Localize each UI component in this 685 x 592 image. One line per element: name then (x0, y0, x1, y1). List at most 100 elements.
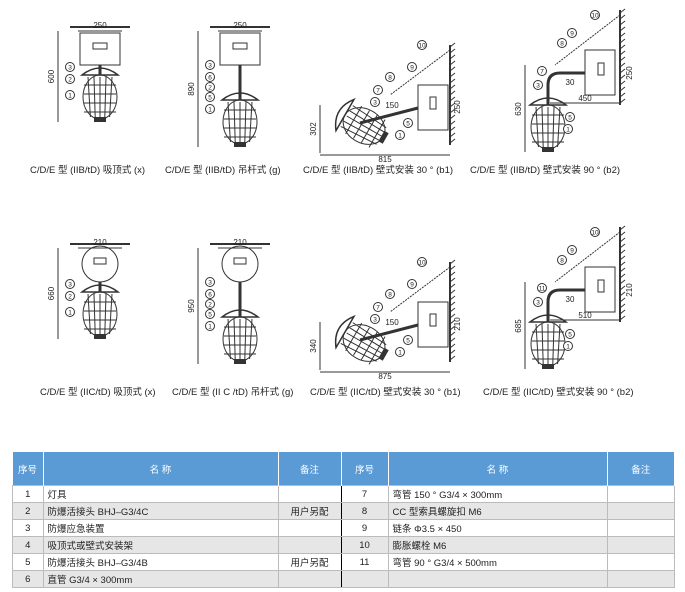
table-cell: 6 (12, 570, 44, 588)
callout-number: 8 (388, 292, 392, 299)
callout-number: 10 (418, 260, 426, 267)
callout-marker (533, 80, 543, 90)
callout-marker (373, 85, 383, 95)
callout-marker (395, 130, 405, 140)
callout-marker (65, 307, 75, 317)
dimension-label: 210 (625, 283, 634, 297)
lamp-icon (334, 314, 389, 365)
callout-marker (417, 40, 427, 50)
callout-number: 1 (398, 350, 402, 357)
table-cell: 4 (12, 536, 44, 554)
lamp-icon (334, 97, 389, 148)
table-cell (606, 485, 675, 503)
callout-number: 5 (208, 312, 212, 319)
callout-number: 3 (208, 63, 212, 70)
dimension-label: 600 (47, 69, 56, 83)
callout-number: 8 (560, 258, 564, 265)
callout-marker (557, 38, 567, 48)
callout-number: 10 (418, 43, 426, 50)
figure-caption: C/D/E 型 (IIC/tD) 吸顶式 (x) (40, 387, 156, 398)
lamp-icon (79, 67, 121, 122)
callout-number: 3 (68, 282, 72, 289)
dimension-label: 630 (514, 102, 523, 116)
table-cell (387, 570, 608, 588)
table-cell (277, 570, 342, 588)
callout-number: 7 (376, 305, 380, 312)
callout-marker (205, 82, 215, 92)
callout-marker (205, 92, 215, 102)
figure-caption: C/D/E 型 (IIC/tD) 壁式安装 30 ° (b1) (310, 387, 461, 398)
table-cell: 8 (340, 502, 389, 520)
figure-caption: C/D/E 型 (IIB/tD) 壁式安装 30 ° (b1) (303, 165, 454, 176)
callout-number: 7 (540, 69, 544, 76)
callout-marker (205, 277, 215, 287)
table-cell (606, 570, 675, 588)
table-cell (606, 553, 675, 571)
table-cell (606, 536, 675, 554)
callout-marker (205, 60, 215, 70)
dimension-label: 150 (385, 318, 399, 327)
lamp-icon (79, 284, 121, 339)
table-cell: 防爆活接头 BHJ–G3/4C (42, 502, 279, 520)
dimension-label: 250 (453, 100, 462, 114)
lamp-icon (527, 97, 569, 152)
callout-number: 5 (406, 338, 410, 345)
callout-number: 1 (398, 133, 402, 140)
table-cell: 5 (12, 553, 44, 571)
callout-number: 2 (68, 77, 72, 84)
callout-marker (370, 97, 380, 107)
dimension-label: 250 (233, 21, 247, 30)
callout-number: 9 (570, 248, 574, 255)
angle-label: 30 (566, 78, 575, 87)
callout-number: 3 (68, 65, 72, 72)
callout-marker (205, 321, 215, 331)
table-cell: 用户另配 (277, 502, 342, 520)
callout-number: 1 (208, 324, 212, 331)
dimension-label: 250 (93, 21, 107, 30)
col-header: 名 称 (388, 452, 608, 486)
col-header: 序号 (341, 452, 389, 486)
callout-number: 9 (410, 282, 414, 289)
callout-number: 3 (373, 317, 377, 324)
callout-marker (537, 283, 547, 293)
col-header: 备注 (607, 452, 675, 486)
table-cell: 直管 G3/4 × 300mm (42, 570, 279, 588)
dimension-label: 890 (187, 82, 196, 96)
table-cell: 弯管 150 ° G3/4 × 300mm (387, 485, 608, 503)
callout-number: 11 (539, 286, 546, 293)
col-header: 备注 (278, 452, 342, 486)
callout-number: 2 (208, 302, 212, 309)
dimension-label: 660 (47, 286, 56, 300)
callout-marker (65, 62, 75, 72)
dimension-label: 340 (309, 339, 318, 353)
callout-number: 8 (388, 75, 392, 82)
dimension-label: 302 (309, 122, 318, 136)
table-cell: 2 (12, 502, 44, 520)
dimension-label: 950 (187, 299, 196, 313)
table-cell: 吸顶式或壁式安装架 (42, 536, 279, 554)
callout-marker (395, 347, 405, 357)
angle-label: 30 (566, 295, 575, 304)
dimension-label: 210 (93, 238, 107, 247)
callout-number: 6 (208, 75, 212, 82)
dimension-label: 815 (378, 155, 392, 164)
callout-marker (65, 74, 75, 84)
dimension-label: 250 (625, 66, 634, 80)
callout-marker (567, 28, 577, 38)
table-cell: 9 (340, 519, 389, 537)
figure-caption: C/D/E 型 (IIB/tD) 壁式安装 90 ° (b2) (470, 165, 621, 176)
callout-number: 5 (568, 332, 572, 339)
table-cell: 7 (340, 485, 389, 503)
